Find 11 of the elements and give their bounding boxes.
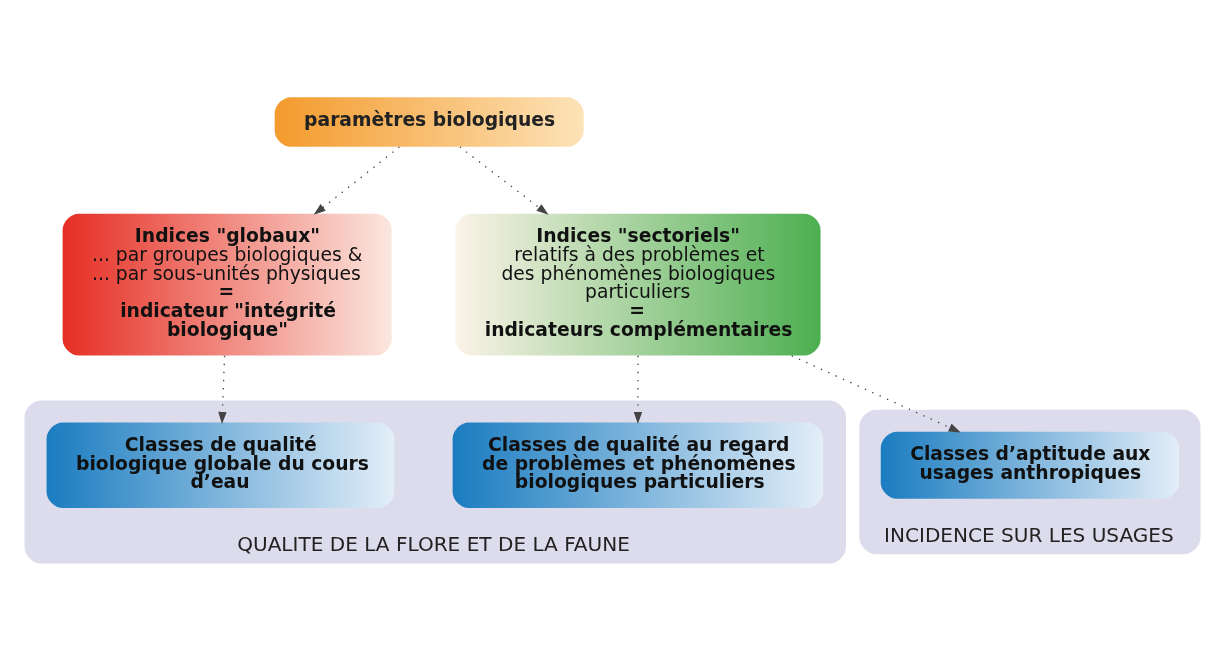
node-box: Indices "globaux" ... par groupes biologiques & ... par sous-unités physiques = indicateur "intégrité biologique" xyxy=(62,213,392,356)
arrow xyxy=(313,146,401,215)
arrow xyxy=(633,355,643,425)
arrow xyxy=(459,146,549,215)
node-box: Classes de qualité au regard de problèmes et phénomènes biologiques particuliers xyxy=(452,422,824,509)
node-box: paramètres biologiques xyxy=(274,97,584,147)
arrow xyxy=(218,355,227,425)
node-box: Classes de qualité biologique globale du cours d’eau xyxy=(46,422,395,509)
node-box: Classes d’aptitude aux usages anthropiques xyxy=(880,431,1180,499)
arrow xyxy=(791,355,961,433)
node-box: Indices "sectoriels" relatifs à des problèmes et des phénomènes biologiques particuliers = indicateurs complémentaires xyxy=(455,213,821,356)
